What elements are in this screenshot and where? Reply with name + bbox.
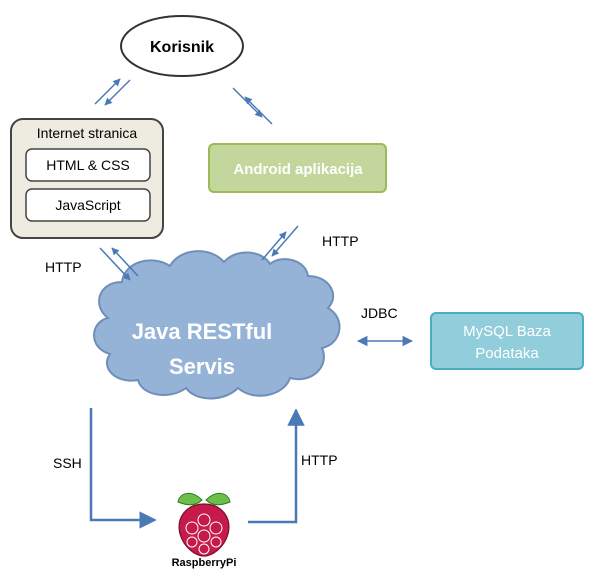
raspberry-pi-logo: RaspberryPi: [172, 493, 237, 569]
website-label: Internet stranica: [37, 125, 138, 141]
service-cloud: Java RESTful Servis: [93, 250, 341, 400]
arrow-ssh-service-to-raspberry: [89, 408, 157, 529]
ssh-label: SSH: [53, 455, 82, 471]
database-label-line2: Podataka: [475, 345, 539, 362]
jdbc-label: JDBC: [361, 305, 398, 321]
website-node: Internet stranica HTML & CSS JavaScript: [10, 118, 164, 239]
user-label: Korisnik: [150, 39, 214, 56]
database-node: MySQL Baza Podataka: [430, 312, 584, 370]
arrow-service-to-website: [111, 247, 139, 277]
arrow-pair-user-android: [232, 87, 273, 125]
html-css-label: HTML & CSS: [46, 157, 130, 173]
service-label-line2: Servis: [169, 354, 235, 379]
arrow-website-to-service: [99, 247, 131, 281]
raspberry-pi-label: RaspberryPi: [172, 557, 237, 569]
http-label-android: HTTP: [322, 233, 359, 249]
arrow-website-to-user: [94, 78, 121, 105]
http-label-raspberry: HTTP: [301, 452, 338, 468]
javascript-label: JavaScript: [55, 197, 120, 213]
service-label-line1: Java RESTful: [132, 319, 273, 344]
android-label: Android aplikacija: [233, 161, 363, 178]
arrow-android-to-user: [244, 96, 273, 125]
user-node: Korisnik: [120, 15, 244, 77]
http-label-website: HTTP: [45, 259, 82, 275]
arrow-user-to-android: [232, 87, 263, 118]
arrow-http-raspberry-to-service: [248, 408, 305, 524]
android-node: Android aplikacija: [208, 143, 387, 193]
javascript-box: [25, 188, 151, 222]
arrow-android-to-service: [271, 225, 299, 257]
arrow-service-to-android: [261, 231, 287, 261]
arrow-pair-android-service: [261, 225, 299, 261]
arrow-pair-user-website: [94, 78, 131, 106]
html-css-box: [25, 148, 151, 182]
database-label-line1: MySQL Baza: [463, 323, 551, 340]
arrow-pair-website-service: [99, 247, 139, 281]
arrow-user-to-website: [104, 79, 131, 106]
